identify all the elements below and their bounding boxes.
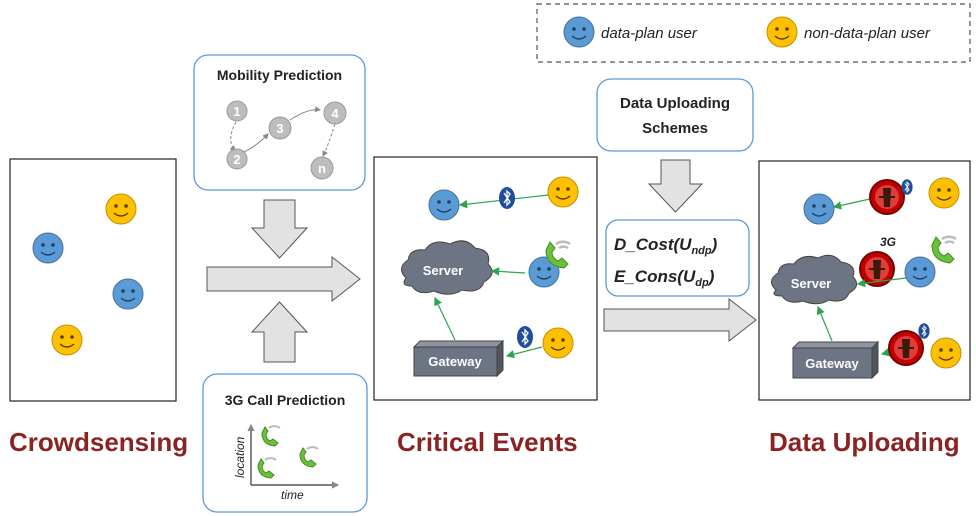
server-cloud: Server — [401, 240, 493, 295]
non-data-plan-user-icon — [766, 16, 798, 48]
critical-events-title: Critical Events — [397, 427, 578, 457]
data-uploading-schemes-box: Data Uploading Schemes — [596, 78, 754, 152]
threeg-label: 3G — [880, 235, 896, 249]
formula-box: D_Cost(Undp) E_Cons(Udp) — [605, 219, 750, 297]
bluetooth-icon — [900, 178, 914, 196]
bluetooth-icon — [516, 325, 534, 349]
call-prediction-box: 3G Call Prediction location time — [202, 373, 368, 513]
call-prediction-xlabel: time — [281, 488, 304, 502]
mobility-node-2: 2 — [226, 148, 248, 170]
blocked-signal-icon — [869, 179, 905, 215]
call-prediction-title: 3G Call Prediction — [225, 392, 346, 408]
svg-text:3: 3 — [276, 121, 283, 136]
crowdsensing-panel — [9, 158, 177, 402]
mobility-node-4: 4 — [323, 101, 347, 125]
critical-events-panel: Server Gateway — [373, 156, 598, 401]
arrow-events-to-uploading — [603, 297, 757, 343]
cost-formula: D_Cost(Undp) — [614, 235, 718, 257]
up-arrow-call — [250, 301, 309, 363]
non-data-plan-user-icon — [105, 193, 137, 225]
server-label: Server — [791, 276, 831, 291]
data-plan-user-icon — [112, 278, 144, 310]
gateway-box: Gateway — [412, 339, 505, 378]
schemes-title-line1: Data Uploading — [620, 95, 730, 112]
data-plan-user-icon — [428, 189, 460, 221]
call-prediction-ylabel: location — [233, 436, 247, 478]
svg-text:n: n — [318, 161, 326, 176]
mobility-node-n: n — [310, 156, 334, 180]
crowdsensing-title: Crowdsensing — [9, 427, 188, 457]
arrow-crowdsensing-to-events — [206, 255, 361, 303]
non-data-plan-user-icon — [547, 176, 579, 208]
bluetooth-icon — [917, 322, 931, 340]
data-uploading-panel: Server 3G Gateway — [758, 160, 971, 401]
legend-data-plan-label: data-plan user — [601, 25, 698, 42]
down-arrow-mobility — [250, 199, 309, 259]
mobility-node-3: 3 — [268, 116, 292, 140]
non-data-plan-user-icon — [542, 327, 574, 359]
mobility-node-1: 1 — [226, 100, 248, 122]
non-data-plan-user-icon — [928, 177, 960, 209]
non-data-plan-user-icon — [930, 337, 962, 369]
legend: data-plan user non-data-plan user — [536, 3, 971, 63]
data-uploading-title: Data Uploading — [769, 427, 960, 457]
mobility-prediction-title: Mobility Prediction — [217, 67, 342, 83]
svg-text:2: 2 — [233, 152, 240, 167]
non-data-plan-user-icon — [51, 324, 83, 356]
data-plan-user-icon — [32, 232, 64, 264]
server-cloud: Server — [771, 254, 858, 305]
mobility-prediction-box: Mobility Prediction 1 2 3 4 n — [193, 54, 366, 191]
cons-formula: E_Cons(Udp) — [614, 267, 715, 289]
data-plan-user-icon — [803, 193, 835, 225]
gateway-label: Gateway — [805, 356, 859, 371]
gateway-label: Gateway — [428, 354, 482, 369]
data-plan-user-icon — [904, 256, 936, 288]
legend-non-data-plan-label: non-data-plan user — [804, 25, 931, 42]
blocked-signal-icon — [859, 251, 895, 287]
data-plan-user-icon — [563, 16, 595, 48]
svg-text:4: 4 — [331, 106, 339, 121]
blocked-signal-icon — [888, 330, 924, 366]
svg-text:1: 1 — [233, 104, 240, 119]
down-arrow-schemes — [647, 159, 704, 213]
gateway-box: Gateway — [791, 340, 880, 380]
schemes-title-line2: Schemes — [642, 120, 708, 137]
bluetooth-icon — [498, 186, 516, 210]
server-label: Server — [423, 263, 463, 278]
